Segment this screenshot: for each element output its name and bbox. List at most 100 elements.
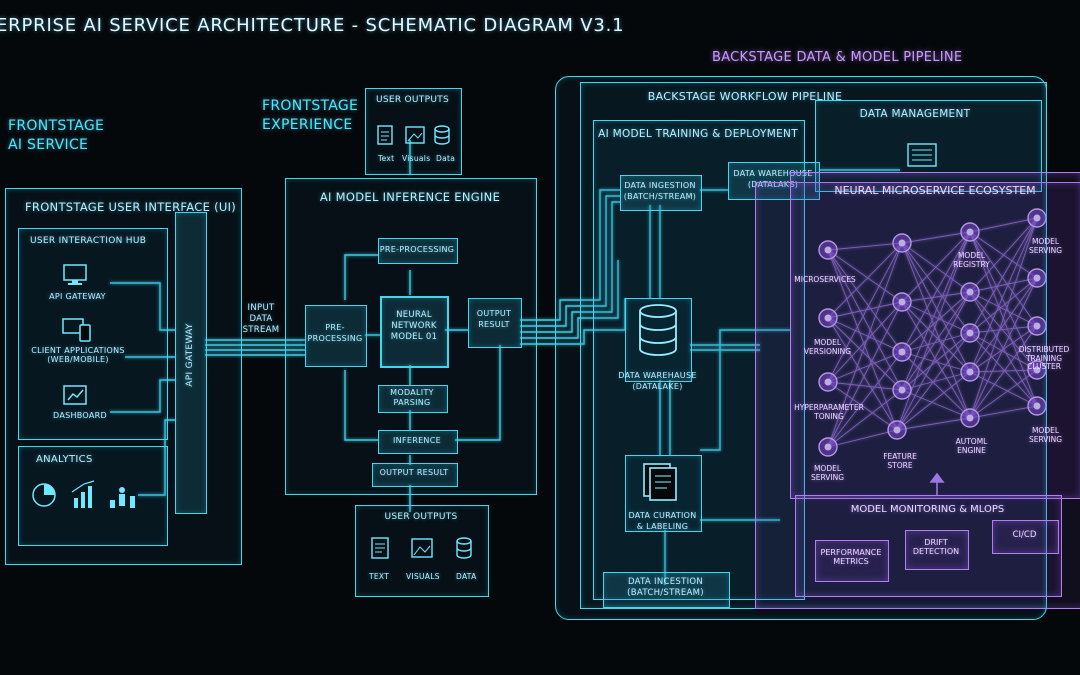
mesh-link [901,231,971,303]
mesh-link [901,291,971,353]
drift-detection-box [905,530,969,570]
mesh-link [969,291,1038,327]
output-bottom-data: DATA [456,572,477,581]
mesh-link [969,405,1038,419]
mesh-link [827,242,903,448]
mesh-link [969,371,1038,407]
neural-node-core [1033,274,1041,282]
mesh-link [827,242,903,319]
neural-node-core [898,386,906,394]
mesh-link [969,277,1038,373]
mesh-link [901,389,971,419]
mesh-link [969,277,1038,334]
warehouse-top-line1: DATA WAREHOUSE [733,169,813,178]
ingestion-bottom-line2: (BATCH/STREAM) [627,588,704,598]
output-top-text: Text [378,154,395,163]
neural-node-core [966,228,974,236]
neural-node-core [966,288,974,296]
output-result-right-label: OUTPUT RESULT [468,308,520,330]
mesh-link [969,277,1038,419]
warehouse-mid-line1: DATA WAREHAUSE [618,371,697,380]
inference-engine-panel [285,178,537,495]
mesh-link [969,217,1038,334]
frontstage-experience-label: FRONTSTAGE [262,98,359,114]
mesh-link [901,291,971,303]
mesh-link [901,231,971,391]
mesh-link [901,301,971,373]
hub-item-dashboard: DASHBOARD [53,411,107,420]
backstage-frame [555,76,1047,620]
mesh-link [969,217,1038,293]
mesh-link [827,389,903,448]
output-result-bottom [372,463,458,487]
frontstage-service-label: FRONTSTAGE [8,118,105,134]
input-stream-label: INPUT DATA STREAM [236,303,286,336]
ingestion-top-line2: (BATCH/STREAM) [623,192,697,201]
data-ingestion-top [620,175,702,211]
database-icon [456,537,472,559]
neural-network-line1: NEURAL [396,310,432,320]
stacked-documents-icon [643,463,677,501]
monitor-icon [63,264,87,285]
input-stream-line3: STREAM [242,325,280,335]
inference-engine-title: AI MODEL INFERENCE ENGINE [319,190,501,204]
data-ingestion-bottom-label: DATA INCESTION (BATCH/STREAM) [603,577,728,599]
curation-line2: & LABELING [636,522,689,531]
document-icon [377,125,393,145]
mesh-link [827,381,903,391]
analytics-panel [18,446,168,546]
warehouse-top-line2: (DATALAKS) [747,180,799,189]
output-result-line1: OUTPUT [476,309,512,318]
dashboard-icon [63,385,87,405]
data-warehouse-mid-label: DATA WAREHAUSE (DATALAKE) [605,370,710,392]
mesh-link [901,242,971,334]
neural-ecosystem-back [755,182,1080,609]
data-ingestion-top-label: DATA INGESTION (BATCH/STREAM) [620,180,700,202]
mesh-link [969,217,1038,419]
neural-node-core [966,368,974,376]
output-icons-bottom [371,537,472,559]
document-icon [371,537,389,559]
eco-label-model-versioning: MODEL VERSIONING [803,338,852,356]
neural-network-label: NEURAL NETWORK MODEL 01 [380,310,448,343]
data-curation-label: DATA CURATION & LABELING [620,510,705,532]
mesh-link [969,325,1038,419]
neural-node-core [1033,214,1041,222]
modality-line1: MODALITY [390,388,434,397]
mesh-link [969,231,1038,327]
mesh-link [969,369,1038,373]
inference-block [378,430,458,454]
mesh-link [969,325,1038,334]
mesh-link [901,301,971,419]
user-outputs-top-title: USER OUTPUTS [375,95,450,105]
image-icon [405,126,425,144]
frontstage-experience-label-2: EXPERIENCE [262,117,353,133]
mesh-link [827,317,903,353]
hub-item-api-gateway: API GATEWAY [49,292,106,301]
mesh-link [901,242,971,419]
hub-item-client-apps: CLIENT APPLICATIONS (WEB/MOBILE) [31,346,125,365]
inference-label: INFERENCE [393,436,441,445]
mesh-link [901,371,971,391]
neural-node-core [898,239,906,247]
mesh-link [827,242,903,251]
mesh-link [827,301,903,448]
neural-ecosystem-title: NEURAL MICROSERVICE ECOSYSTEM [834,184,1036,197]
analytics-icons [32,480,135,508]
mesh-link [827,249,898,431]
performance-metrics-box [815,540,889,582]
mesh-link [896,231,971,431]
neural-node-core [1033,402,1041,410]
output-bottom-text: TEXT [369,572,390,581]
neural-node-core [824,314,832,322]
performance-metrics-label: PERFORMANCE METRICS [820,548,882,567]
mesh-link [901,332,971,353]
neural-node-core [824,443,832,451]
mesh-link [896,371,971,431]
mesh-link [827,317,898,431]
user-interaction-hub [18,228,168,440]
output-bottom-visuals: VISUALS [406,572,440,581]
mesh-link [896,332,971,431]
